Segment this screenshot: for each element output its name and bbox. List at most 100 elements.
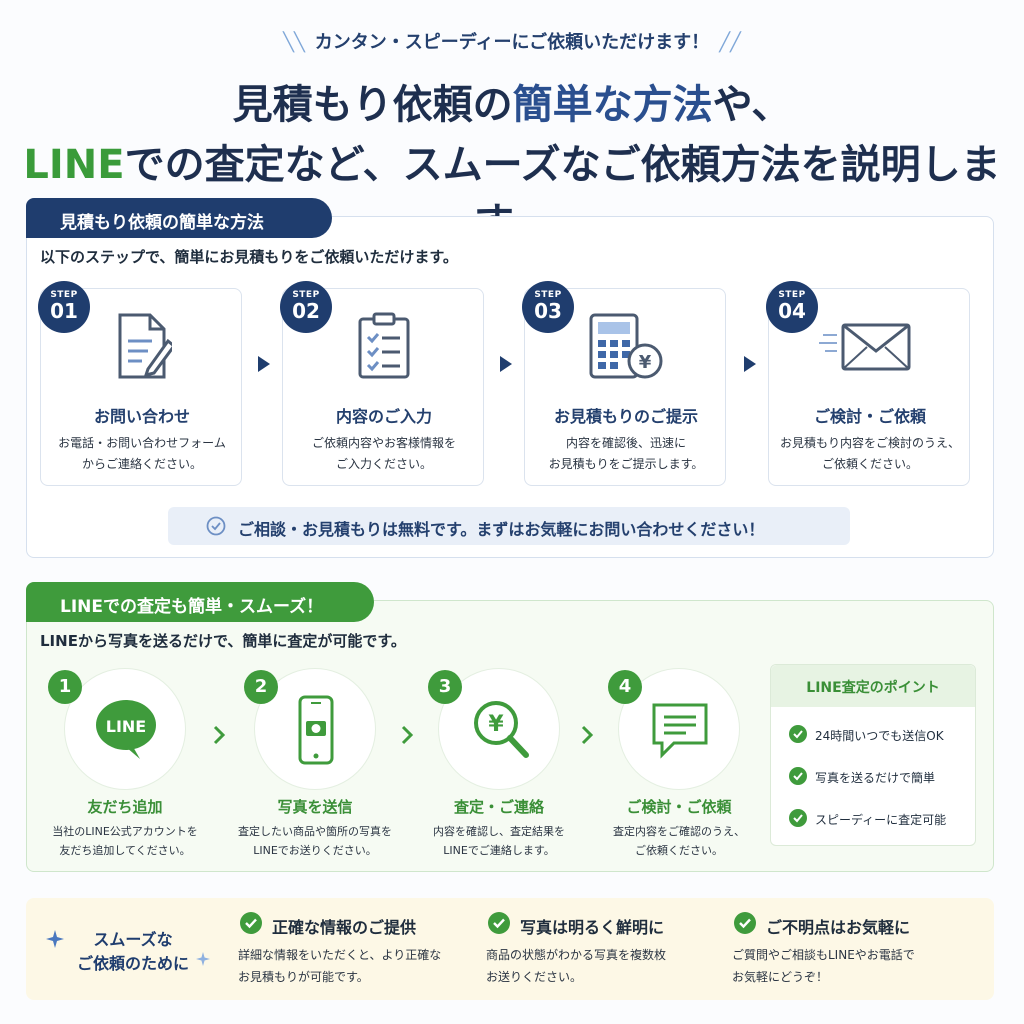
slash-decoration-right: ╱╱ xyxy=(719,32,741,53)
tip-title-text: 写真は明るく鮮明に xyxy=(520,918,665,937)
step-word: STEP xyxy=(534,290,562,300)
check-circle-icon xyxy=(488,912,510,934)
line-step-number-2: 2 xyxy=(244,670,278,704)
free-consultation-text: ご相談・お見積もりは無料です。まずはお気軽にお問い合わせください！ xyxy=(238,520,765,539)
line-step-circle-4 xyxy=(618,668,740,790)
arrow-right-icon xyxy=(258,356,270,372)
step-desc-line: 内容を確認後、迅速に xyxy=(565,436,686,450)
line-step-desc-line: 査定内容をご確認のうえ、 xyxy=(613,825,745,838)
step-desc-line: お電話・お問い合わせフォーム xyxy=(58,436,226,450)
magnifier-yen-icon: ¥ xyxy=(474,701,529,758)
step-description: お電話・お問い合わせフォームからご連絡ください。 xyxy=(41,433,243,475)
line-step-description: 当社のLINE公式アカウントを友だち追加してください。 xyxy=(35,822,215,860)
tip-title-3: ご不明点はお気軽に xyxy=(734,912,911,938)
svg-text:¥: ¥ xyxy=(488,712,504,737)
line-step-description: 査定内容をご確認のうえ、ご依頼ください。 xyxy=(589,822,769,860)
tips-heading: スムーズなご依頼のために xyxy=(48,928,218,976)
headline-part: や、 xyxy=(712,82,792,128)
step-desc-line: ご入力ください。 xyxy=(335,457,432,471)
step-desc-line: ご依頼ください。 xyxy=(821,457,918,471)
line-step-title: 写真を送信 xyxy=(277,798,353,816)
estimate-section-tab: 見積もり依頼の簡単な方法 xyxy=(26,198,332,238)
tip-description: 商品の状態がわかる写真を複数枚お送りください。 xyxy=(486,944,716,988)
step-description: ご依頼内容やお客様情報をご入力ください。 xyxy=(283,433,485,475)
step-title: ご検討・ご依頼 xyxy=(813,407,926,426)
line-step-circle-1: LINE xyxy=(64,668,186,790)
tip-desc-line: ご質問やご相談もLINEやお電話で xyxy=(732,948,915,962)
check-circle-icon xyxy=(789,809,807,827)
check-circle-icon xyxy=(789,767,807,785)
tip-description: 詳細な情報をいただくと、より正確なお見積もりが可能です。 xyxy=(238,944,468,988)
chevron-right-icon xyxy=(213,725,226,745)
tips-heading-line: スムーズな xyxy=(93,930,173,949)
step-title: お見積もりのご提示 xyxy=(553,407,698,426)
step-number: 02 xyxy=(292,299,320,323)
line-point-text: 24時間いつでも送信OK xyxy=(815,729,944,743)
tips-section xyxy=(26,898,994,1000)
line-step-number-1: 1 xyxy=(48,670,82,704)
headline-line-2: LINEでの査定など、スムーズなご依頼方法を説明します。 xyxy=(0,132,1024,248)
step-title: お問い合わせ xyxy=(93,407,190,426)
calculator-yen-icon: ¥ xyxy=(589,313,663,379)
tip-desc-line: お見積もりが可能です。 xyxy=(238,970,369,984)
step-desc-line: ご依頼内容やお客様情報を xyxy=(311,436,456,450)
tip-desc-line: 詳細な情報をいただくと、より正確な xyxy=(238,948,442,962)
line-point-text: スピーディーに査定可能 xyxy=(815,813,947,827)
slash-decoration-left: ╲╲ xyxy=(283,32,305,53)
sparkle-icon xyxy=(196,952,210,966)
estimate-step-card-4: ご検討・ご依頼 お見積もり内容をご検討のうえ、ご依頼ください。 xyxy=(768,288,970,486)
tagline-text: カンタン・スピーディーにご依頼いただけます！ xyxy=(314,32,710,53)
chevron-right-icon xyxy=(581,725,594,745)
line-step-desc-line: LINEでお送りください。 xyxy=(253,844,377,857)
line-point-item: スピーディーに査定可能 xyxy=(789,809,947,828)
tip-title-2: 写真は明るく鮮明に xyxy=(488,912,665,938)
line-point-item: 写真を送るだけで簡単 xyxy=(789,767,936,786)
step-desc-line: お見積もり内容をご検討のうえ、 xyxy=(779,436,960,450)
check-circle-icon xyxy=(789,725,807,743)
step-number: 03 xyxy=(534,299,562,323)
tip-desc-line: お送りください。 xyxy=(486,970,583,984)
check-circle-icon xyxy=(734,912,756,934)
headline-line-1: 見積もり依頼の簡単な方法や、 xyxy=(0,72,1024,130)
step-title: 内容のご入力 xyxy=(335,407,432,426)
tip-title-1: 正確な情報のご提供 xyxy=(240,912,417,938)
clipboard-checklist-icon xyxy=(358,312,410,379)
line-step-title: 友だち追加 xyxy=(87,798,163,816)
tip-description: ご質問やご相談もLINEやお電話でお気軽にどうぞ！ xyxy=(732,944,962,988)
document-pen-icon xyxy=(118,313,172,379)
svg-text:¥: ¥ xyxy=(639,352,652,373)
line-point-text: 写真を送るだけで簡単 xyxy=(815,771,936,785)
arrow-right-icon xyxy=(500,356,512,372)
step-word: STEP xyxy=(292,290,320,300)
line-bubble-icon: LINE xyxy=(96,700,156,759)
tip-title-text: ご不明点はお気軽に xyxy=(766,918,911,937)
line-points-title: LINE査定のポイント xyxy=(771,665,975,707)
chat-bubble-icon xyxy=(652,703,708,759)
line-step-title: ご検討・ご依頼 xyxy=(626,798,732,816)
estimate-step-card-3: ¥ お見積もりのご提示 内容を確認後、迅速にお見積もりをご提示します。 xyxy=(524,288,726,486)
line-section-tab: LINEでの査定も簡単・スムーズ！ xyxy=(26,582,374,622)
line-step-title: 査定・ご連絡 xyxy=(453,798,544,816)
line-step-number-3: 3 xyxy=(428,670,462,704)
line-points-box: LINE査定のポイント 24時間いつでも送信OK 写真を送るだけで簡単 スピーデ… xyxy=(770,664,976,846)
tips-heading-line: ご依頼のために xyxy=(76,954,189,973)
step-description: 内容を確認後、迅速にお見積もりをご提示します。 xyxy=(525,433,727,475)
step-word: STEP xyxy=(778,290,806,300)
line-step-desc-line: ご依頼ください。 xyxy=(635,844,723,857)
tip-title-text: 正確な情報のご提供 xyxy=(272,918,417,937)
chevron-right-icon xyxy=(401,725,414,745)
step-number: 01 xyxy=(50,299,78,323)
step-description: お見積もり内容をご検討のうえ、ご依頼ください。 xyxy=(769,433,971,475)
envelope-icon xyxy=(819,323,911,371)
headline-part: 見積もり依頼の xyxy=(232,82,513,128)
step-desc-line: お見積もりをご提示します。 xyxy=(548,457,704,471)
line-step-desc-line: 友だち追加してください。 xyxy=(59,844,191,857)
free-consultation-banner: ご相談・お見積もりは無料です。まずはお気軽にお問い合わせください！ xyxy=(168,507,850,545)
tip-desc-line: お気軽にどうぞ！ xyxy=(732,970,829,984)
check-circle-icon xyxy=(206,516,226,536)
headline-part: での査定など、スムーズなご依頼方法を説明します。 xyxy=(124,142,1001,246)
